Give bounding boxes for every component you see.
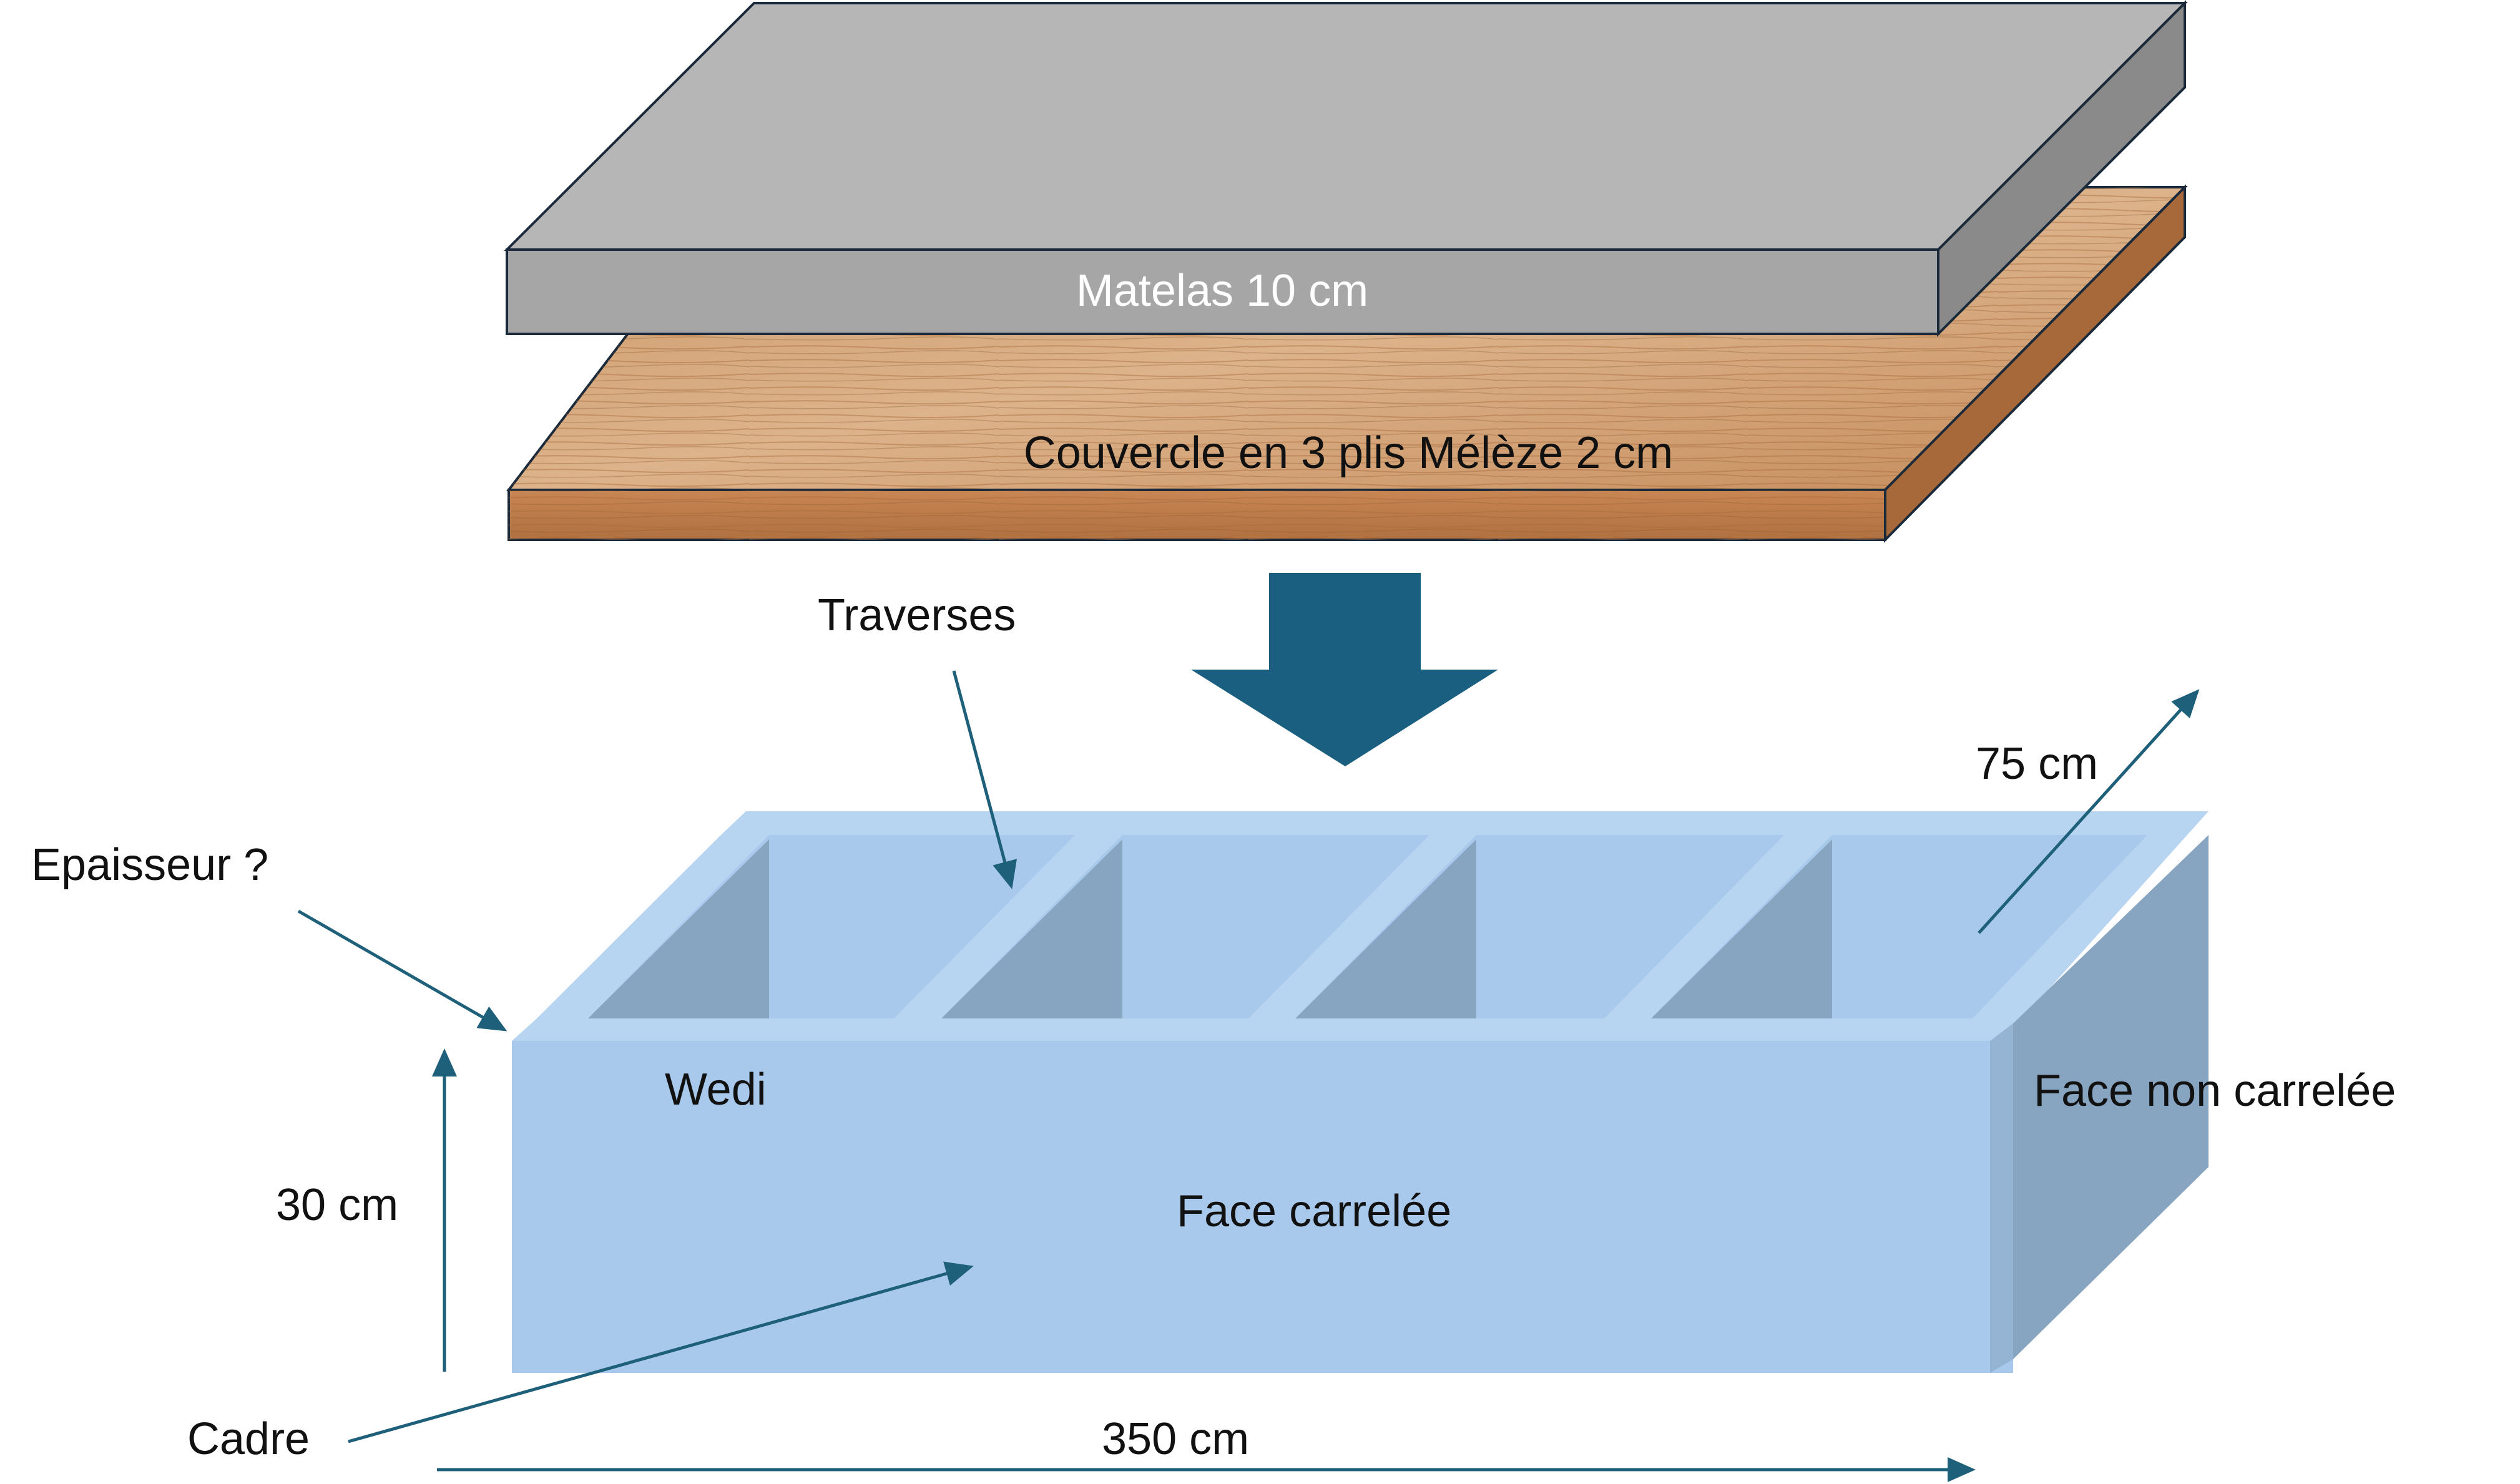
crossbars-pointer [952,670,1017,889]
untiled-face-label: Face non carrelée [2034,1066,2396,1116]
crossbar-3 [1604,835,1832,1018]
frame-pointer [348,1261,974,1443]
box-front-rim [512,1018,2022,1041]
thickness-pointer [297,909,507,1032]
box-right-rim [1973,811,2209,1018]
box [512,811,2209,1373]
compartment-shadow-2 [941,839,1122,1018]
frame-label: Cadre [187,1414,310,1464]
mattress [504,0,2188,337]
lid-side-face [1884,184,2186,543]
depth-label: 75 cm [1976,739,2098,789]
block-arrow-down-icon [1191,573,1498,766]
thickness-label: Epaisseur ? [31,840,268,890]
mattress-label: Matelas 10 cm [1076,266,1368,316]
height-label: 30 cm [276,1180,398,1230]
width-label: 350 cm [1102,1414,1249,1464]
compartment-shadow-4 [1651,839,1832,1018]
box-front-edge [1990,1023,2013,1373]
crossbar-1 [894,835,1122,1018]
mattress-side-face [1937,0,2186,337]
compartment-shadow-1 [588,839,769,1018]
wedi-label: Wedi [665,1065,767,1115]
mattress-front-face [506,248,1939,335]
lid-label: Couvercle en 3 plis Mélèze 2 cm [1024,428,1673,478]
box-side-face [2013,835,2209,1359]
box-front-face [512,1041,2013,1373]
mattress-top-face [504,1,2188,251]
crossbars-label: Traverses [818,590,1016,640]
box-back-rim [721,811,2209,835]
compartment-shadow-3 [1295,839,1476,1018]
box-left-rim [537,835,769,1018]
depth-arrow [1978,689,2200,934]
tiled-face-label: Face carrelée [1177,1186,1451,1236]
crossbar-2 [1248,835,1476,1018]
